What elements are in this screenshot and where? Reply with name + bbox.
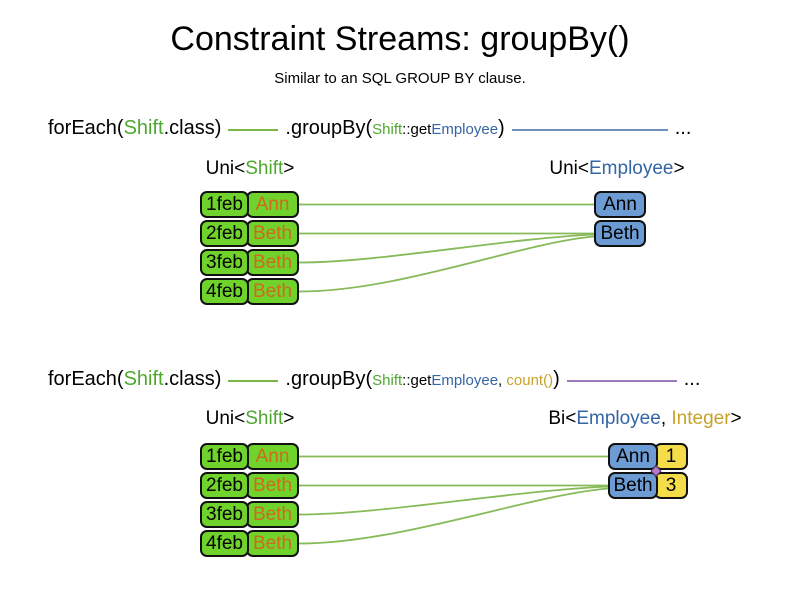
label-shift: Shift [245,158,284,179]
connector-line [298,485,609,516]
stream-dash-blue [511,129,668,131]
stream-dash-green [228,380,279,382]
shift-name-box: Beth [246,249,299,276]
shift-date: 2feb [206,474,243,496]
type-label-bi-employee-integer: Bi<Employee, Integer> [520,408,770,430]
shift-date-box: 2feb [200,472,249,499]
shift-name-box: Beth [246,472,299,499]
code-text: ) [498,117,505,139]
shift-date: 3feb [206,503,243,525]
code-class-name: Shift [123,368,164,390]
code-ellipsis: ... [683,368,701,390]
code-arg-accessor: ::get [402,372,432,389]
shift-name: Beth [252,251,293,273]
count-box: 1 [654,443,688,470]
code-count-fn: count() [506,372,554,389]
label-text: , [660,408,672,429]
shift-date-box: 2feb [200,220,249,247]
shift-date-box: 1feb [200,191,249,218]
employee-name: Beth [600,222,640,244]
label-text: > [673,158,685,179]
code-arg-accessor: ::get [402,121,432,138]
code-arg-type: Employee [431,372,499,389]
stream-dash-purple [566,380,677,382]
count-value: 3 [665,474,677,496]
employee-name: Ann [603,193,637,215]
shift-date: 3feb [206,251,243,273]
shift-name: Ann [255,193,290,215]
shift-name-box: Ann [246,443,299,470]
shift-name: Beth [252,474,293,496]
shift-name-box: Beth [246,530,299,557]
label-text: > [730,408,742,429]
code-class-name: Shift [123,117,164,139]
shift-date-box: 1feb [200,443,249,470]
shift-name: Beth [252,503,293,525]
code-line-1: forEach(Shift.class) .groupBy(Shift::get… [48,117,691,143]
subtitle: Similar to an SQL GROUP BY clause. [274,70,526,87]
shift-date: 4feb [206,532,243,554]
code-text: .class) [163,368,222,390]
code-text: .groupBy( [285,368,373,390]
shift-date-box: 3feb [200,249,249,276]
employee-name: Beth [613,474,653,496]
label-employee: Employee [589,158,674,179]
shift-name: Beth [252,280,293,302]
shift-date: 4feb [206,280,243,302]
label-employee: Employee [576,408,661,429]
code-arg-class: Shift [372,121,403,138]
label-shift: Shift [245,408,284,429]
code-text: .groupBy( [285,117,373,139]
employee-name: Ann [616,445,650,467]
shift-name: Beth [252,532,293,554]
connector-line [298,487,609,545]
stream-dash-green [228,129,279,131]
code-text: forEach( [48,117,124,139]
label-text: > [283,158,295,179]
shift-date-box: 4feb [200,530,249,557]
connector-line [298,233,595,264]
employee-box: Ann [608,443,658,470]
code-text: ) [553,368,560,390]
shift-name-box: Beth [246,278,299,305]
code-text: forEach( [48,368,124,390]
shift-date: 2feb [206,222,243,244]
employee-box: Beth [594,220,646,247]
shift-name-box: Ann [246,191,299,218]
shift-date-box: 4feb [200,278,249,305]
type-label-uni-employee: Uni<Employee> [517,158,717,180]
count-value: 1 [665,445,677,467]
code-arg-type: Employee [431,121,499,138]
shift-date: 1feb [206,193,243,215]
employee-box: Ann [594,191,646,218]
type-label-uni-shift-2: Uni<Shift> [150,408,350,430]
shift-date: 1feb [206,445,243,467]
label-text: > [283,408,295,429]
type-label-uni-shift-1: Uni<Shift> [150,158,350,180]
code-ellipsis: ... [674,117,692,139]
connector-line [298,235,595,293]
label-text: Bi< [548,408,577,429]
shift-date-box: 3feb [200,501,249,528]
shift-name: Beth [252,222,293,244]
shift-name-box: Beth [246,220,299,247]
code-arg-class: Shift [372,372,403,389]
shift-name: Ann [255,445,290,467]
code-text: , [498,372,507,389]
shift-name-box: Beth [246,501,299,528]
label-text: Uni< [205,408,246,429]
code-text: .class) [163,117,222,139]
count-box: 3 [654,472,688,499]
employee-box: Beth [608,472,658,499]
label-text: Uni< [205,158,246,179]
page-title: Constraint Streams: groupBy() [170,20,630,58]
label-integer: Integer [671,408,731,429]
code-line-2: forEach(Shift.class) .groupBy(Shift::get… [48,368,700,394]
label-text: Uni< [549,158,589,179]
